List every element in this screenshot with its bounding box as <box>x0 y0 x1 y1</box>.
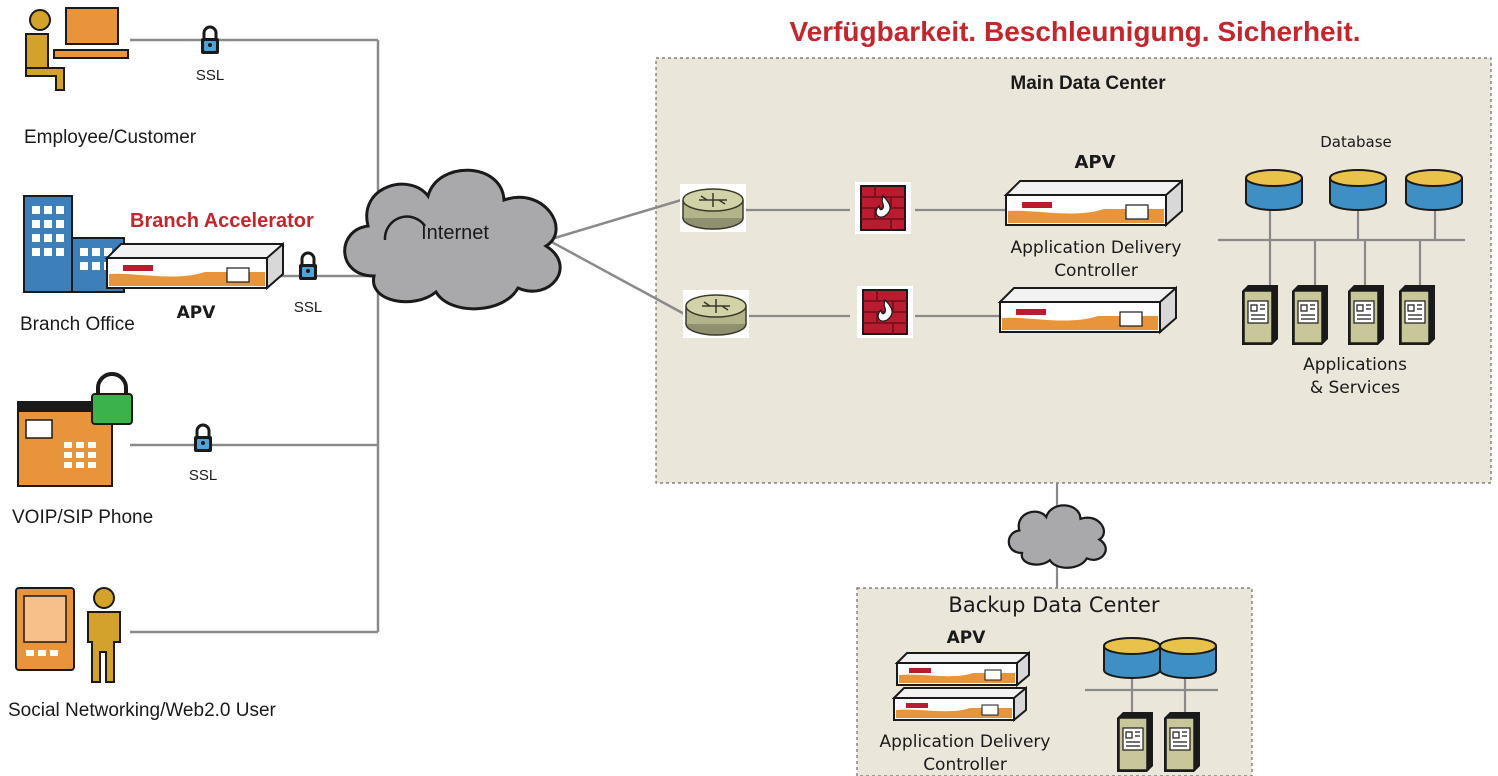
person-laptop-icon <box>25 7 129 91</box>
database-icon <box>1159 637 1217 679</box>
backup-adc-line2: Controller <box>923 755 1007 775</box>
server-icon <box>1398 284 1436 346</box>
headline: Verfügbarkeit. Beschleunigung. Sicherhei… <box>789 16 1360 47</box>
appliance-icon <box>999 287 1177 333</box>
voip-label: VOIP/SIP Phone <box>12 507 153 528</box>
cloud-icon <box>1007 504 1107 569</box>
building-icon <box>23 195 125 293</box>
internet-label: Internet <box>421 222 489 244</box>
main-dc-title: Main Data Center <box>1010 73 1166 94</box>
branch-apv-label: APV <box>177 303 217 323</box>
ssl-label-1: SSL <box>196 67 224 84</box>
cloud-detail <box>383 215 427 241</box>
main-dc-links <box>740 205 1465 715</box>
apps-line2: & Services <box>1310 378 1400 398</box>
server-icon <box>1291 284 1329 346</box>
social-label: Social Networking/Web2.0 User <box>8 700 277 721</box>
backup-apv-label: APV <box>947 628 987 648</box>
main-apv-label: APV <box>1074 152 1115 173</box>
lock-icon <box>199 25 221 56</box>
database-icon <box>1405 169 1463 211</box>
appliance-icon <box>106 243 284 289</box>
appliance-icon <box>1005 180 1183 226</box>
server-icon <box>1163 711 1201 773</box>
employee-label: Employee/Customer <box>24 127 197 148</box>
database-label: Database <box>1320 133 1392 151</box>
backup-adc-line1: Application Delivery <box>880 732 1051 752</box>
server-icon <box>1347 284 1385 346</box>
lock-icon <box>297 251 319 282</box>
router-icon <box>679 183 747 233</box>
main-adc-line2: Controller <box>1054 261 1138 281</box>
appliance-icon <box>896 652 1030 686</box>
database-icon <box>1103 637 1161 679</box>
ssl-label-2: SSL <box>294 299 322 316</box>
main-data-center-zone <box>655 57 1492 484</box>
apps-line1: Applications <box>1303 355 1407 375</box>
backup-dc-title: Backup Data Center <box>948 593 1160 617</box>
tablet-person-icon <box>15 587 121 683</box>
firewall-icon <box>856 285 914 339</box>
database-icon <box>1245 169 1303 211</box>
client-links <box>130 38 689 634</box>
lock-icon <box>192 423 214 454</box>
ssl-label-3: SSL <box>189 467 217 484</box>
firewall-icon <box>854 181 912 235</box>
phone-icon <box>17 372 133 487</box>
branch-accelerator-label: Branch Accelerator <box>130 210 314 232</box>
server-icon <box>1116 711 1154 773</box>
server-icon <box>1241 284 1279 346</box>
appliance-icon <box>893 687 1027 721</box>
router-icon <box>682 289 750 339</box>
main-adc-line1: Application Delivery <box>1011 238 1182 258</box>
branch-office-label: Branch Office <box>20 314 135 335</box>
database-icon <box>1329 169 1387 211</box>
